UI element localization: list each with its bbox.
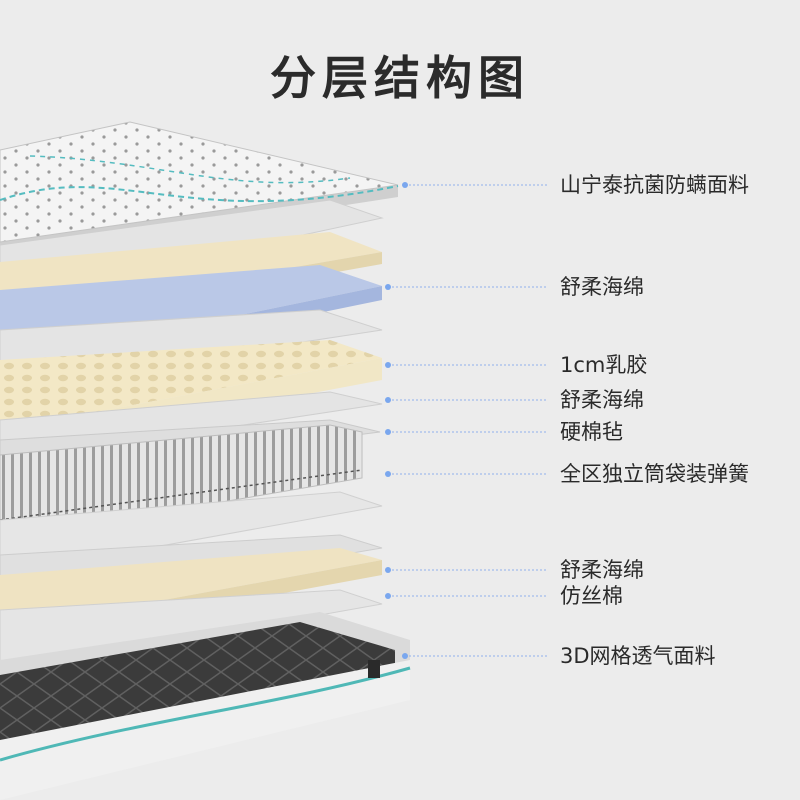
- layer-3d-mesh-base: [0, 612, 411, 800]
- label-comfort-foam-2: 舒柔海绵: [560, 388, 644, 412]
- label-3d-mesh: 3D网格透气面料: [560, 644, 716, 668]
- layer-pocket-springs: [0, 424, 363, 541]
- label-silk-cotton: 仿丝棉: [560, 584, 623, 608]
- label-comfort-foam: 舒柔海绵: [560, 275, 644, 299]
- label-latex: 1cm乳胶: [560, 353, 648, 377]
- leader-lines: [388, 184, 548, 657]
- page-title: 分层结构图: [270, 51, 530, 105]
- leader-dots: [385, 182, 408, 659]
- label-pocket-springs: 全区独立筒袋装弹簧: [560, 462, 749, 486]
- label-comfort-foam-3: 舒柔海绵: [560, 558, 644, 582]
- label-antibacterial-fabric: 山宁泰抗菌防螨面料: [560, 173, 749, 197]
- label-hard-felt: 硬棉毡: [560, 420, 623, 444]
